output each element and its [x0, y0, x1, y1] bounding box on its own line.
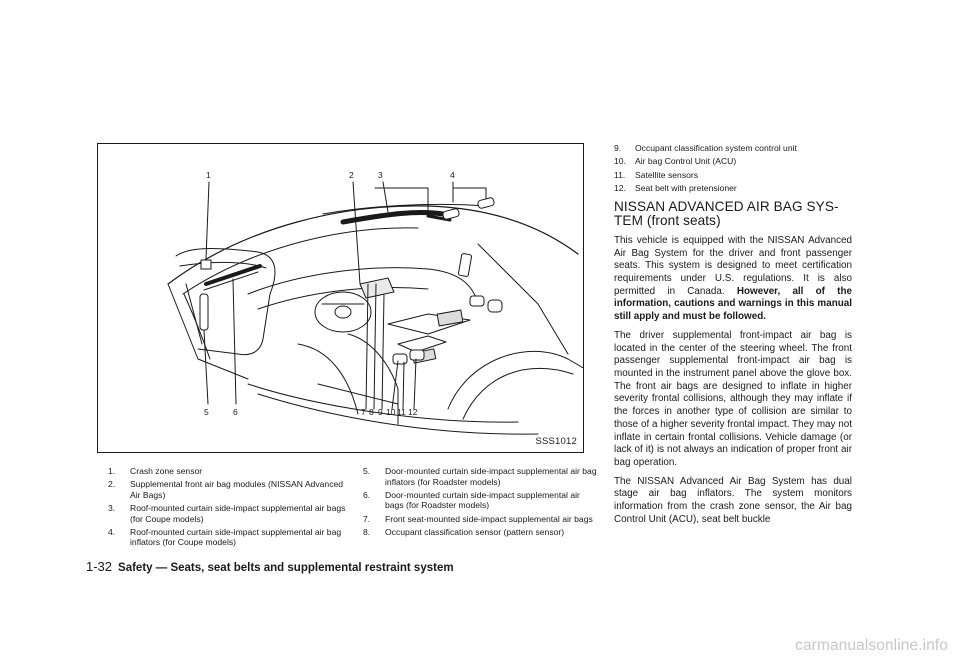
callout-2: 2	[349, 170, 354, 180]
legend-number: 5.	[363, 466, 371, 476]
legend-number: 10.	[614, 156, 626, 167]
legend-item: 1. Crash zone sensor	[108, 466, 346, 477]
legend-text: Air bag Control Unit (ACU)	[635, 156, 737, 167]
legend-number: 3.	[108, 502, 116, 513]
legend-text: Roof-mounted curtain side-impact supplem…	[130, 502, 346, 524]
warning-emphasis-text: However, all of the information, caution…	[614, 285, 852, 323]
legend-text: Supplemental front air bag modules (NISS…	[130, 479, 344, 500]
figure-callouts: 1 2 3 4 5 6 7 8 9 10 11 12	[204, 170, 455, 417]
legend-number: 9.	[614, 143, 622, 153]
legend-number: 4.	[108, 526, 116, 537]
legend-item: 6. Door-mounted curtain side-impact suppl…	[363, 490, 598, 511]
body-paragraph-2: The driver supplemental front-impact air…	[614, 329, 852, 468]
legend-text: Seat belt with pretensioner	[635, 183, 737, 194]
legend-number: 6.	[363, 489, 371, 500]
legend-item: 2. Supplemental front air bag modules (NI…	[108, 479, 346, 500]
legend-number: 12.	[614, 183, 626, 194]
figure-id-label: SSS1012	[535, 436, 577, 447]
callout-7: 7	[361, 407, 366, 417]
legend-text: Satellite sensors	[635, 169, 699, 180]
legend-item: 4. Roof-mounted curtain side-impact suppl…	[108, 527, 346, 548]
legend-text: Door-mounted curtain side-impact supplem…	[385, 489, 580, 511]
callout-5: 5	[204, 407, 209, 417]
figure-legend-continued: 9. Occupant classification system control…	[614, 143, 852, 194]
chapter-title: Safety — Seats, seat belts and supplemen…	[118, 562, 454, 574]
callout-6: 6	[233, 407, 238, 417]
legend-text: Front seat-mounted side-impact supplemen…	[385, 513, 593, 524]
car-interior-illustration: 1 2 3 4 5 6 7 8 9 10 11 12	[167, 170, 583, 435]
legend-item: 12. Seat belt with pretensioner	[614, 183, 852, 194]
legend-text: Door-mounted curtain side-impact supplem…	[385, 466, 597, 487]
callout-9: 9	[378, 407, 383, 417]
callout-11: 11	[397, 407, 406, 417]
callout-12: 12	[408, 407, 418, 417]
legend-item: 7. Front seat-mounted side-impact supplem…	[363, 514, 598, 525]
legend-item: 11. Satellite sensors	[614, 170, 852, 181]
figure-legend-left: 1. Crash zone sensor 2. Supplemental front…	[108, 466, 346, 551]
airbag-location-figure: 1 2 3 4 5 6 7 8 9 10 11 12 SSS1012	[97, 143, 584, 453]
legend-text: Occupant classification system control u…	[635, 143, 797, 153]
callout-8: 8	[369, 407, 374, 417]
legend-item: 3. Roof-mounted curtain side-impact suppl…	[108, 503, 346, 524]
callout-1: 1	[206, 170, 211, 180]
figure-legend-right: 5. Door-mounted curtain side-impact suppl…	[363, 466, 598, 540]
legend-number: 2.	[108, 479, 116, 490]
callout-3: 3	[378, 170, 383, 180]
section-heading: NISSAN ADVANCED AIR BAG SYS-TEM (front s…	[614, 198, 839, 229]
body-paragraph-1: This vehicle is equipped with the NISSAN…	[614, 235, 852, 324]
legend-number: 7.	[363, 513, 371, 524]
page-number: 1-32	[86, 559, 113, 574]
right-column: 9. Occupant classification system control…	[614, 143, 852, 532]
legend-item: 10. Air bag Control Unit (ACU)	[614, 156, 852, 167]
legend-text: Crash zone sensor	[130, 466, 203, 476]
legend-number: 11.	[614, 169, 626, 180]
legend-number: 1.	[108, 466, 116, 476]
legend-text: Roof-mounted curtain side-impact supplem…	[130, 526, 342, 548]
page-footer: 1-32 Safety — Seats, seat belts and suppl…	[86, 559, 454, 574]
callout-10: 10	[386, 407, 396, 417]
body-paragraph-3: The NISSAN Advanced Air Bag System has d…	[614, 475, 852, 525]
legend-item: 9. Occupant classification system control…	[614, 143, 852, 154]
legend-item: 8. Occupant classification sensor (patter…	[363, 527, 598, 538]
watermark-text: carmanualsonline.info	[795, 637, 948, 654]
legend-item: 5. Door-mounted curtain side-impact suppl…	[363, 466, 598, 487]
paragraph-text: This vehicle is equipped with the NISSAN…	[614, 234, 852, 297]
callout-4: 4	[450, 170, 455, 180]
legend-text: Occupant classification sensor (pattern …	[385, 526, 565, 537]
legend-number: 8.	[363, 526, 371, 537]
